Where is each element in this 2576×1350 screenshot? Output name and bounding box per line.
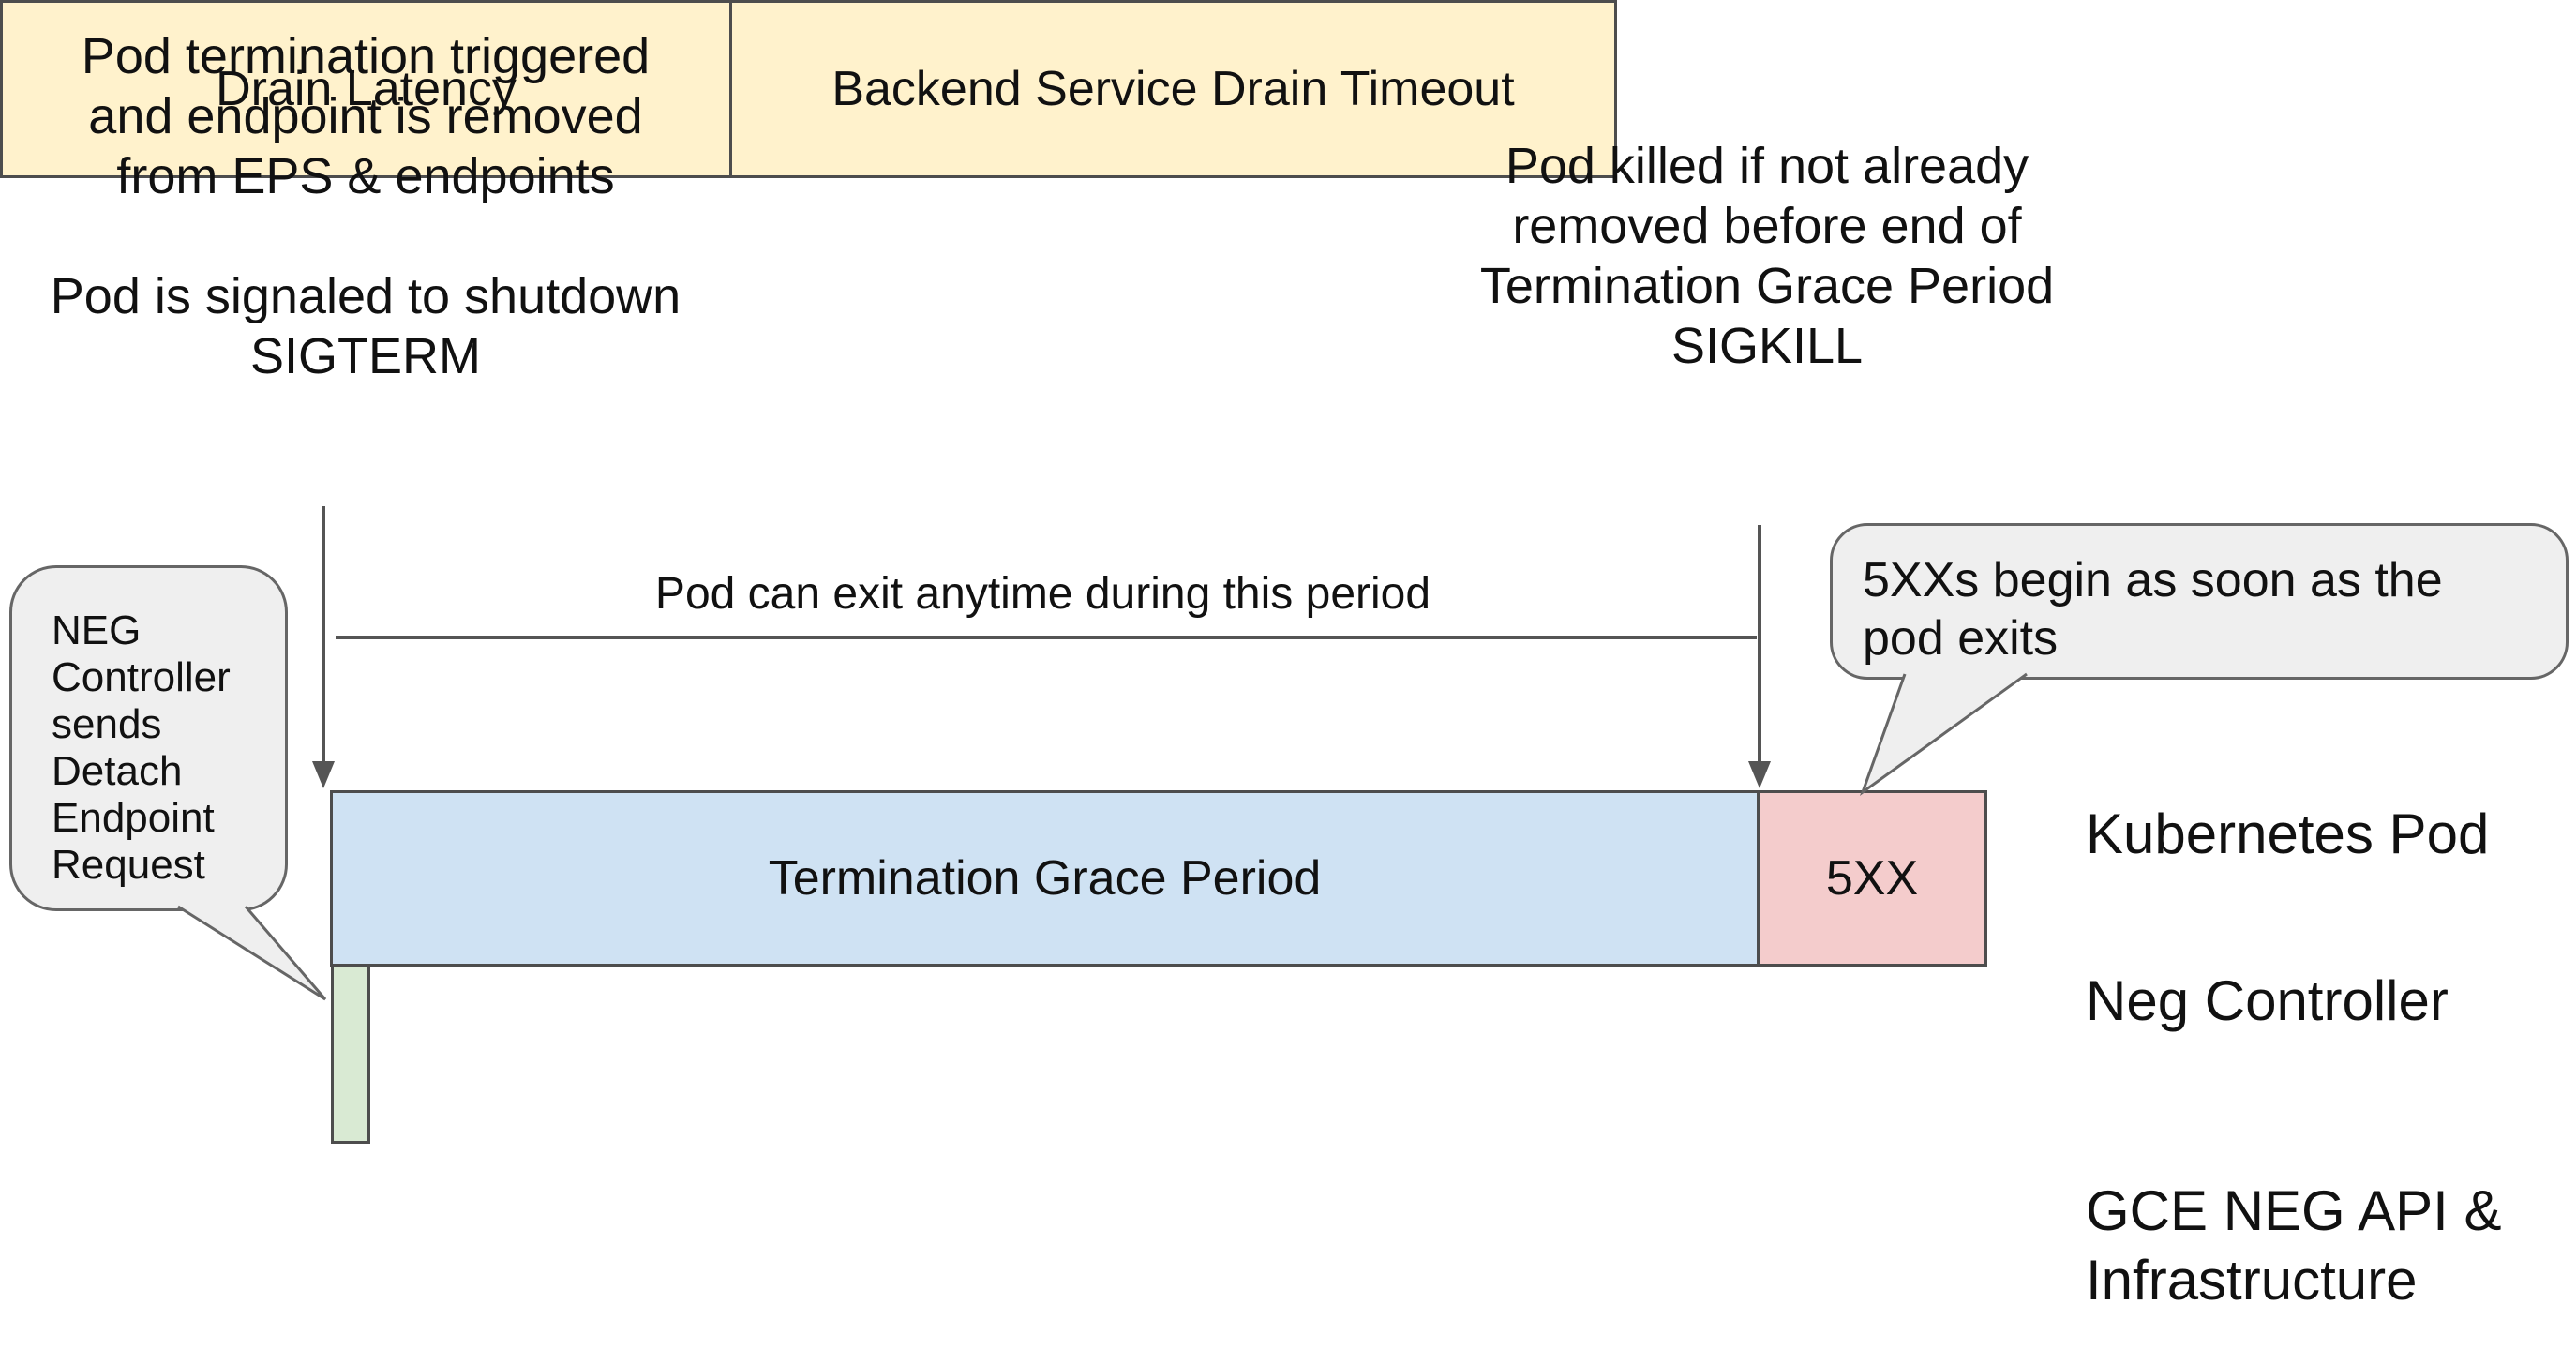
gce-drain-bar: Drain Latency Backend Service Drain Time…: [0, 0, 1617, 178]
drain-latency-label: Drain Latency: [216, 62, 517, 116]
drain-latency-segment: Drain Latency: [3, 3, 729, 175]
row-label-kubernetes-pod: Kubernetes Pod: [2086, 802, 2490, 865]
neg-controller-speech-bubble: NEG Controller sends Detach Endpoint Req…: [9, 565, 288, 911]
error-5xx-bar: 5XX: [1757, 790, 1987, 967]
neg-controller-bubble-text: NEG Controller sends Detach Endpoint Req…: [52, 608, 231, 888]
errors-begin-bubble-tail: [1859, 672, 2028, 797]
sigterm-arrowhead-icon: [312, 761, 335, 788]
termination-grace-period-bar: Termination Grace Period: [330, 790, 1760, 967]
errors-begin-speech-bubble: 5XXs begin as soon as the pod exits: [1830, 523, 2569, 680]
detach-endpoint-request-bar: [331, 964, 370, 1144]
error-5xx-label: 5XX: [1825, 851, 1919, 906]
row-label-gce-neg-api: GCE NEG API & Infrastructure: [2086, 1179, 2502, 1312]
exit-period-label: Pod can exit anytime during this period: [654, 569, 1431, 619]
note-pod-killed-sigkill: Pod killed if not already removed before…: [1479, 138, 2055, 374]
termination-grace-period-label: Termination Grace Period: [768, 851, 1322, 906]
errors-begin-bubble-text: 5XXs begin as soon as the pod exits: [1863, 553, 2443, 666]
row-label-neg-controller: Neg Controller: [2086, 969, 2449, 1032]
backend-drain-timeout-label: Backend Service Drain Timeout: [831, 62, 1515, 116]
sigkill-arrowhead-icon: [1748, 761, 1771, 788]
note-pod-termination-triggered: Pod termination triggered and endpoint i…: [50, 28, 681, 384]
backend-drain-timeout-segment: Backend Service Drain Timeout: [729, 3, 1614, 175]
neg-controller-bubble-tail: [177, 905, 327, 1001]
